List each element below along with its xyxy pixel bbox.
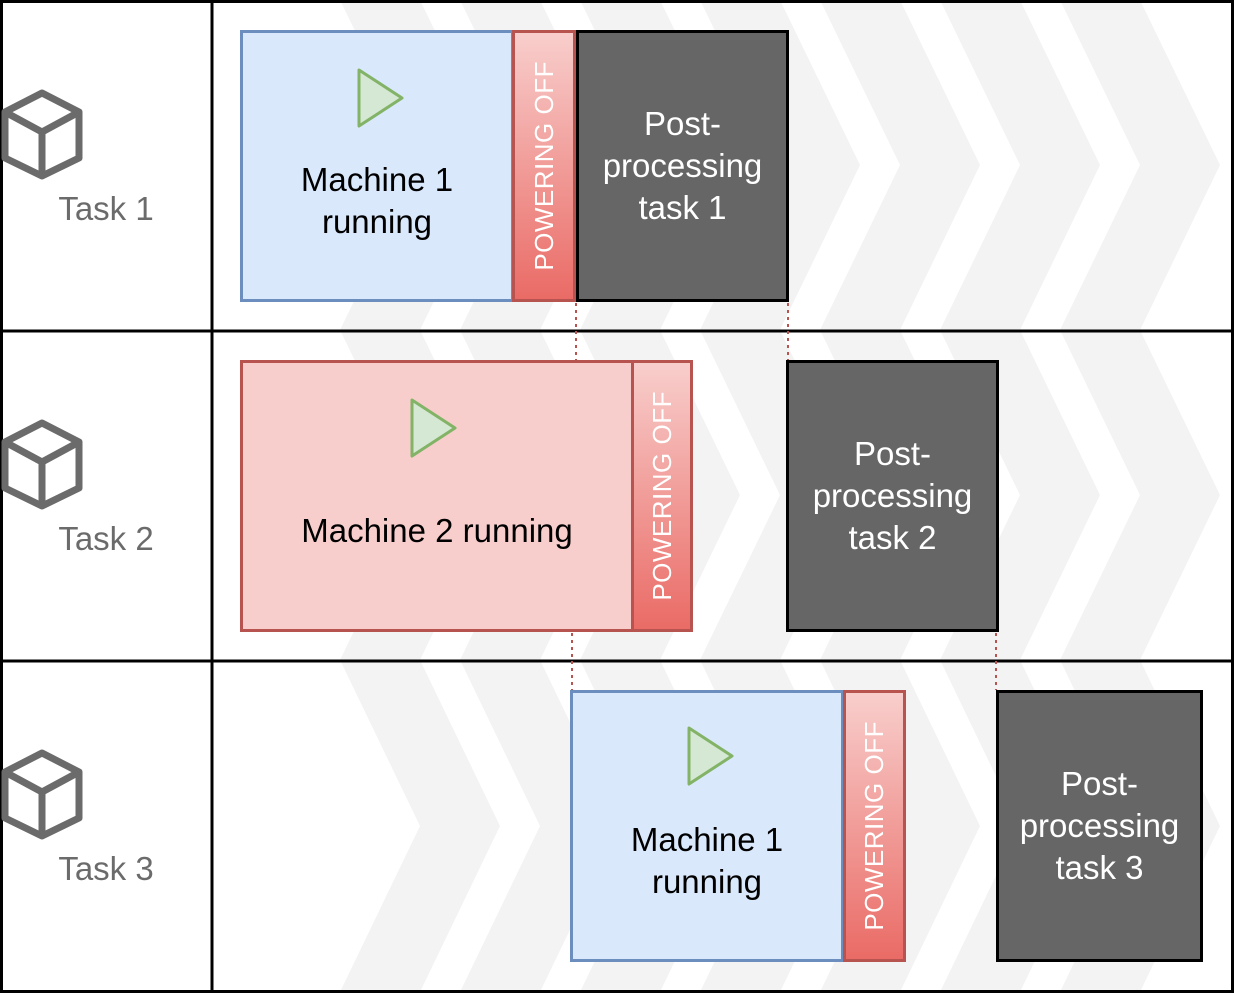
machine-running-label: Machine 2 running xyxy=(301,512,573,549)
powering-off-label: POWERING OFF xyxy=(859,721,889,931)
task-label: Task 1 xyxy=(58,190,154,227)
powering-off-block[interactable]: POWERING OFF xyxy=(843,690,906,962)
machine-running-block[interactable]: Machine 1 running xyxy=(240,30,514,302)
play-icon xyxy=(687,726,734,786)
powering-off-block[interactable]: POWERING OFF xyxy=(631,360,693,632)
machine-running-block[interactable]: Machine 2 running xyxy=(240,360,634,632)
task-label: Task 2 xyxy=(58,520,154,557)
task-label: Task 3 xyxy=(58,850,154,887)
cube-icon xyxy=(1,89,83,180)
dependency-connectors xyxy=(571,303,997,690)
post-processing-block[interactable]: Post-processing task 1 xyxy=(576,30,789,302)
machine-running-block[interactable]: Machine 1 running xyxy=(570,690,844,962)
post-processing-block[interactable]: Post-processing task 3 xyxy=(996,690,1203,962)
machine-running-label: Machine 1 running xyxy=(630,821,784,900)
post-processing-block[interactable]: Post-processing task 2 xyxy=(786,360,999,632)
powering-off-label: POWERING OFF xyxy=(528,61,559,271)
cube-icon xyxy=(1,749,83,840)
powering-off-block[interactable]: POWERING OFF xyxy=(512,30,576,302)
post-processing-label: Post-processing task 1 xyxy=(602,105,763,226)
play-icon xyxy=(357,68,404,128)
powering-off-label: POWERING OFF xyxy=(646,391,677,601)
cube-icon xyxy=(1,419,83,510)
play-icon xyxy=(410,398,457,458)
post-processing-label: Post-processing task 2 xyxy=(812,435,973,556)
post-processing-label: Post-processing task 3 xyxy=(1019,765,1180,886)
machine-running-label: Machine 1 running xyxy=(300,161,454,240)
